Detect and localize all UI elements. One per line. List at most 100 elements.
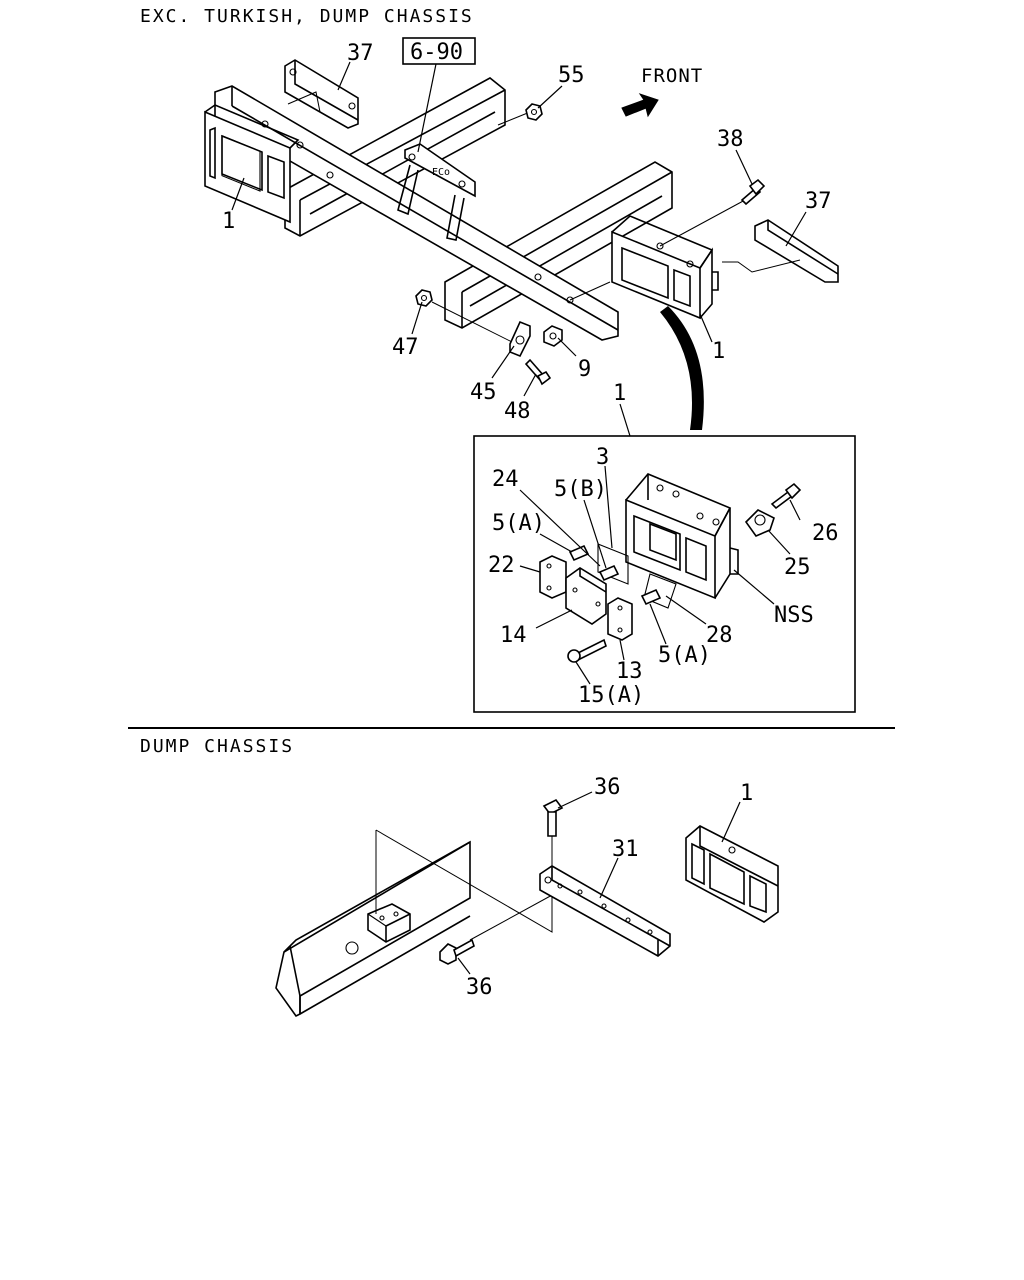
leader-48 xyxy=(523,373,537,397)
leader-45 xyxy=(491,345,515,379)
callout-26: 26 xyxy=(812,521,839,546)
top-assembly: ECo xyxy=(204,37,839,437)
callout-3: 3 xyxy=(596,445,609,470)
leader-1-detail xyxy=(619,403,631,437)
callout-15a: 15(A) xyxy=(578,683,644,708)
callout-47: 47 xyxy=(392,335,419,360)
leader-13 xyxy=(619,639,625,661)
leader-55 xyxy=(537,85,563,109)
cover-plate-left xyxy=(284,59,359,129)
detail-plate-13 xyxy=(607,597,633,641)
callout-nss: NSS xyxy=(774,603,814,628)
leader-24 xyxy=(519,489,601,567)
callout-1-dump: 1 xyxy=(740,781,753,806)
detail-cover-14 xyxy=(565,567,607,625)
leader-22 xyxy=(519,565,541,573)
end-block-left xyxy=(204,104,300,224)
phantom-line-55 xyxy=(497,111,531,126)
leader-36-upper xyxy=(557,791,593,809)
detail-housing xyxy=(625,473,739,600)
leader-31 xyxy=(599,857,619,899)
callout-5a-upper: 5(A) xyxy=(492,511,545,536)
cover-plate-right xyxy=(722,219,839,283)
callout-1-left: 1 xyxy=(222,209,235,234)
phantom-line-45 xyxy=(431,301,521,347)
callout-48: 48 xyxy=(504,399,531,424)
detail-bolt-26 xyxy=(770,482,802,510)
leader-36-lower xyxy=(457,957,471,975)
callout-37-right: 37 xyxy=(805,189,832,214)
leader-6-90 xyxy=(417,63,437,153)
detail-screw-15a xyxy=(567,638,607,663)
section-title-dump-chassis: DUMP CHASSIS xyxy=(140,736,294,757)
callout-45: 45 xyxy=(470,380,497,405)
dump-beam-bracket xyxy=(367,903,411,943)
bottom-assembly: 36 1 31 36 xyxy=(275,775,779,1018)
front-arrow-icon xyxy=(621,93,659,118)
detail-box: 3 24 5(B) 5(A) 26 25 22 NSS 28 14 5(A) 1… xyxy=(473,435,856,713)
dump-bolt-36-upper xyxy=(542,798,564,837)
upper-bracket: ECo xyxy=(397,143,476,241)
callout-36-lower: 36 xyxy=(466,975,493,1000)
callout-14: 14 xyxy=(500,623,527,648)
bracket-marking: ECo xyxy=(432,167,450,178)
detail-pin-5a-lower xyxy=(640,588,662,606)
leader-1b xyxy=(699,313,713,343)
callout-13: 13 xyxy=(616,659,643,684)
leader-5b xyxy=(583,499,607,569)
callout-55: 55 xyxy=(558,63,585,88)
leader-3 xyxy=(604,465,613,549)
phantom-bracket-to-strip xyxy=(375,829,553,933)
leader-28 xyxy=(665,595,707,625)
detail-pointer-arrow xyxy=(660,306,704,430)
leader-1a xyxy=(231,177,245,211)
detail-plate-22 xyxy=(539,555,567,599)
leader-1-dump xyxy=(721,801,741,843)
frame-rail-right xyxy=(444,161,673,329)
detail-gasket-28 xyxy=(643,573,677,609)
leader-5a-upper xyxy=(539,533,573,553)
bolt-38 xyxy=(740,178,766,206)
callout-5a-lower: 5(A) xyxy=(658,643,711,668)
leader-47 xyxy=(411,301,423,335)
dump-end-block xyxy=(685,825,779,923)
detail-gasket-3 xyxy=(597,543,629,585)
front-label: FRONT xyxy=(641,65,703,87)
leader-9 xyxy=(557,337,577,357)
leader-26 xyxy=(789,499,801,521)
nut-47 xyxy=(415,289,433,307)
dump-bolt-36-lower xyxy=(439,938,475,965)
callout-24: 24 xyxy=(492,467,519,492)
detail-clip-25 xyxy=(744,509,775,537)
end-block-right xyxy=(611,215,719,320)
leader-nss xyxy=(733,569,775,605)
phantom-line-right xyxy=(569,281,611,301)
callout-28: 28 xyxy=(706,623,733,648)
leader-5a-lower xyxy=(649,603,667,645)
phantom-line-38 xyxy=(659,199,746,247)
nut-9 xyxy=(543,325,563,347)
reference-box-label: 6-90 xyxy=(410,40,463,65)
leader-37a xyxy=(337,61,351,91)
callout-36-upper: 36 xyxy=(594,775,621,800)
leader-38 xyxy=(735,149,753,185)
callout-22: 22 xyxy=(488,553,515,578)
callout-1-detail: 1 xyxy=(613,381,626,406)
callout-31: 31 xyxy=(612,837,639,862)
callout-25: 25 xyxy=(784,555,811,580)
phantom-bolt-lower xyxy=(469,893,555,941)
leader-15a xyxy=(575,661,591,685)
bolt-48 xyxy=(524,358,552,386)
leader-37b xyxy=(785,211,807,247)
leader-25 xyxy=(767,529,791,555)
callout-9: 9 xyxy=(578,357,591,382)
callout-5b: 5(B) xyxy=(554,477,607,502)
detail-pin-5b xyxy=(598,564,620,582)
callout-38: 38 xyxy=(717,127,744,152)
section-title-exc-turkish: EXC. TURKISH, DUMP CHASSIS xyxy=(140,6,474,27)
dump-strip-31 xyxy=(539,865,671,957)
callout-37-left: 37 xyxy=(347,41,374,66)
plate-45 xyxy=(509,320,531,358)
reference-box xyxy=(402,37,476,65)
